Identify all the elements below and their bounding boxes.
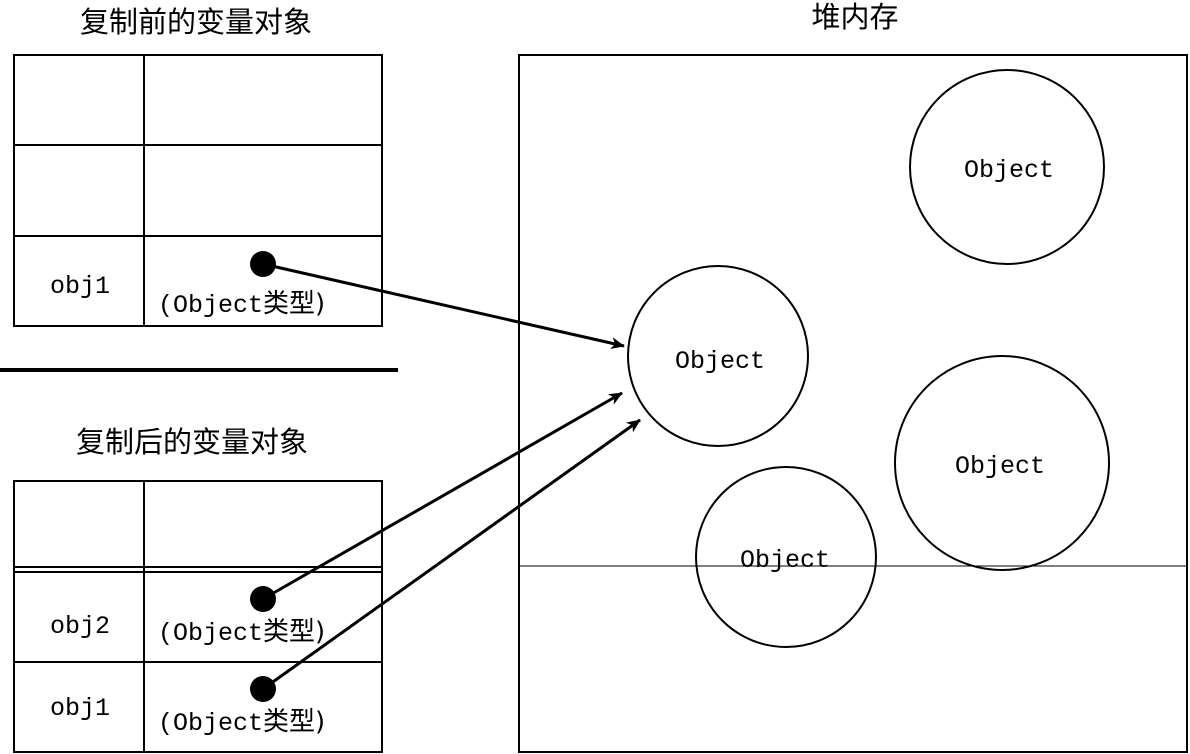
heap-object-label: Object (740, 546, 830, 575)
value-type-suffix: 类型) (263, 289, 325, 319)
heap-title: 堆内存 (811, 0, 898, 34)
before-table-border (13, 54, 383, 327)
heap-object (695, 466, 877, 648)
reference-arrows (262, 262, 641, 691)
heap-object-label: Object (675, 347, 765, 376)
after-title: 复制后的变量对象 (76, 425, 308, 459)
heap-object-referenced (627, 265, 809, 447)
value-type-suffix: 类型) (263, 707, 325, 737)
after-variable-table: obj2 (Object类型) obj1 (Object类型) (13, 480, 383, 753)
reference-arrow (262, 418, 641, 691)
value-type-prefix: (Object (158, 619, 263, 648)
value-type-prefix: (Object (158, 291, 263, 320)
before-variable-table: obj1 (Object类型) (13, 54, 383, 327)
variable-name: obj2 (50, 612, 110, 641)
heap-object-label: Object (955, 452, 1045, 481)
heap-object (909, 69, 1105, 265)
value-type-prefix: (Object (158, 709, 263, 738)
variable-value: (Object类型) (158, 707, 325, 738)
heap-object-label: Object (964, 156, 1054, 185)
reference-arrow (262, 391, 623, 601)
value-type-suffix: 类型) (263, 617, 325, 647)
heap-memory: Object Object Object Object (518, 54, 1188, 753)
heap-border (518, 54, 1188, 753)
variable-value: (Object类型) (158, 617, 325, 648)
variable-value: (Object类型) (158, 289, 325, 320)
variable-name: obj1 (50, 272, 110, 301)
heap-object (894, 355, 1110, 571)
before-title: 复制前的变量对象 (80, 5, 312, 39)
after-table-border (13, 480, 383, 753)
variable-name: obj1 (50, 694, 110, 723)
reference-arrow (262, 262, 625, 349)
